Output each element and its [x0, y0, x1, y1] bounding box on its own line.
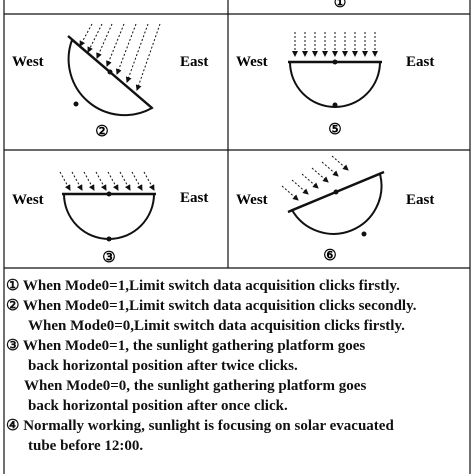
- west-label: West: [12, 192, 44, 208]
- west-label: West: [236, 54, 268, 70]
- east-label: East: [180, 190, 208, 206]
- east-label: East: [180, 54, 208, 70]
- collector-half-disc: [62, 193, 156, 240]
- panel-5: West East ⑤: [236, 32, 434, 138]
- grid-lines: [3, 0, 471, 474]
- panel-number: ③: [102, 250, 115, 266]
- notes-block: ① When Mode0=1,Limit switch data acquisi…: [6, 276, 470, 456]
- pivot-dot: [332, 59, 338, 65]
- note-line: tube before 12:00.: [28, 438, 144, 454]
- pivot-dot: [107, 69, 113, 75]
- note-line: back horizontal position after once clic…: [28, 398, 288, 414]
- west-label: West: [12, 54, 44, 70]
- sunlight-rays: [59, 171, 155, 191]
- panel-number: ⑥: [323, 248, 336, 264]
- sunlight-rays: [292, 32, 378, 57]
- collector-half-disc: [67, 38, 154, 117]
- collector-half-disc: [288, 61, 382, 108]
- panel-number: ⑤: [328, 122, 341, 138]
- note-line: back horizontal position after twice cli…: [28, 358, 298, 374]
- east-label: East: [406, 54, 434, 70]
- sunlight-rays: [79, 23, 161, 91]
- limit-switch-dot: [106, 236, 112, 242]
- pivot-dot: [333, 189, 339, 195]
- limit-switch-dot: [73, 101, 79, 107]
- note-line: ④ Normally working, sunlight is focusing…: [6, 418, 394, 434]
- collector-half-disc: [290, 172, 383, 235]
- pivot-dot: [106, 191, 112, 197]
- panel-number-1: ①: [334, 0, 347, 11]
- sunlight-rays: [281, 155, 349, 201]
- note-line: When Mode0=0,Limit switch data acquisiti…: [28, 318, 405, 334]
- note-line: ① When Mode0=1,Limit switch data acquisi…: [6, 278, 400, 294]
- note-line: When Mode0=0, the sunlight gathering pla…: [24, 378, 367, 394]
- west-label: West: [236, 192, 268, 208]
- limit-switch-dot: [332, 102, 338, 108]
- note-line: ② When Mode0=1,Limit switch data acquisi…: [6, 298, 417, 314]
- panel-number: ②: [95, 124, 108, 140]
- panel-6: West East ⑥: [236, 155, 434, 264]
- note-line: ③ When Mode0=1, the sunlight gathering p…: [6, 338, 366, 354]
- east-label: East: [406, 192, 434, 208]
- limit-switch-dot: [361, 231, 367, 237]
- panel-3: West East ③: [12, 171, 208, 266]
- panel-2: West East ②: [12, 23, 208, 140]
